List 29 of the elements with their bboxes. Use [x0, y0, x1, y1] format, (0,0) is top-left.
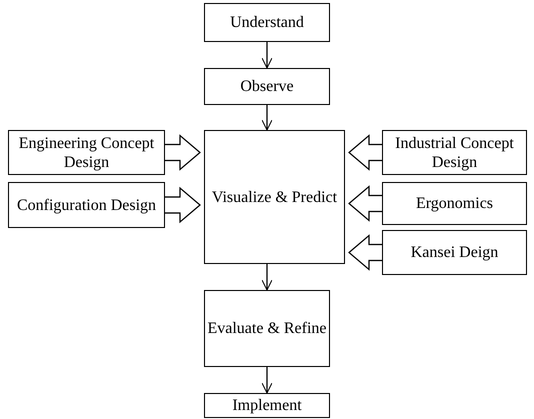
- box-label: Engineering Concept Design: [18, 134, 156, 172]
- box-label: Evaluate & Refine: [207, 319, 327, 338]
- arrow: [262, 42, 272, 68]
- box-label: Visualize & Predict: [212, 188, 338, 206]
- process-box: [382, 230, 527, 275]
- block-arrow: [348, 234, 383, 271]
- process-box: [204, 68, 330, 105]
- block-arrow: [348, 185, 383, 222]
- box-label: Implement: [232, 396, 302, 415]
- process-box: [204, 290, 330, 367]
- box-label: Ergonomics: [416, 194, 494, 213]
- process-box: [382, 182, 527, 225]
- box-label: Industrial Concept Design: [394, 134, 515, 172]
- block-arrow: [164, 134, 201, 171]
- box-label: Understand: [230, 13, 304, 32]
- arrow: [262, 105, 272, 130]
- block-arrow: [164, 186, 201, 224]
- process-box: [8, 130, 165, 175]
- box-label: Observe: [240, 77, 294, 96]
- process-box: [204, 130, 345, 264]
- arrow: [262, 264, 272, 290]
- box-label: Kansei Deign: [410, 243, 498, 262]
- process-box: [204, 393, 330, 418]
- process-box: [382, 130, 527, 175]
- block-arrow: [348, 134, 383, 171]
- process-box: [204, 3, 330, 42]
- process-box: [8, 182, 165, 228]
- box-label: Configuration Design: [16, 196, 156, 214]
- arrow: [262, 367, 272, 394]
